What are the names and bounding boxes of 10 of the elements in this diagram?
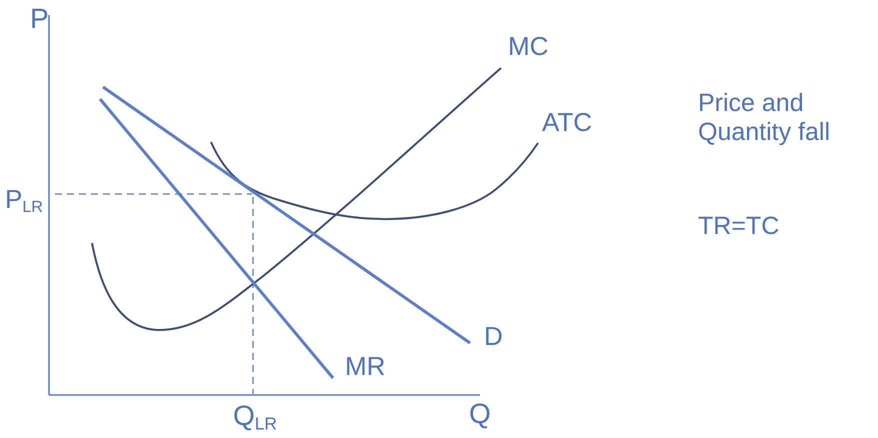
- curve-label: MC: [508, 32, 548, 62]
- curve-label: ATC: [542, 108, 592, 138]
- curve-label: MR: [345, 352, 386, 382]
- axis-label: Q: [469, 398, 491, 430]
- note-text: Price and Quantity fall: [698, 89, 832, 146]
- curve-label: D: [484, 322, 503, 352]
- axis-label: P: [30, 3, 49, 36]
- axis-label: P$_{LR}$: [5, 185, 43, 217]
- note-text: TR=TC: [698, 212, 780, 241]
- axis-label: Q$_{LR}$: [233, 400, 277, 434]
